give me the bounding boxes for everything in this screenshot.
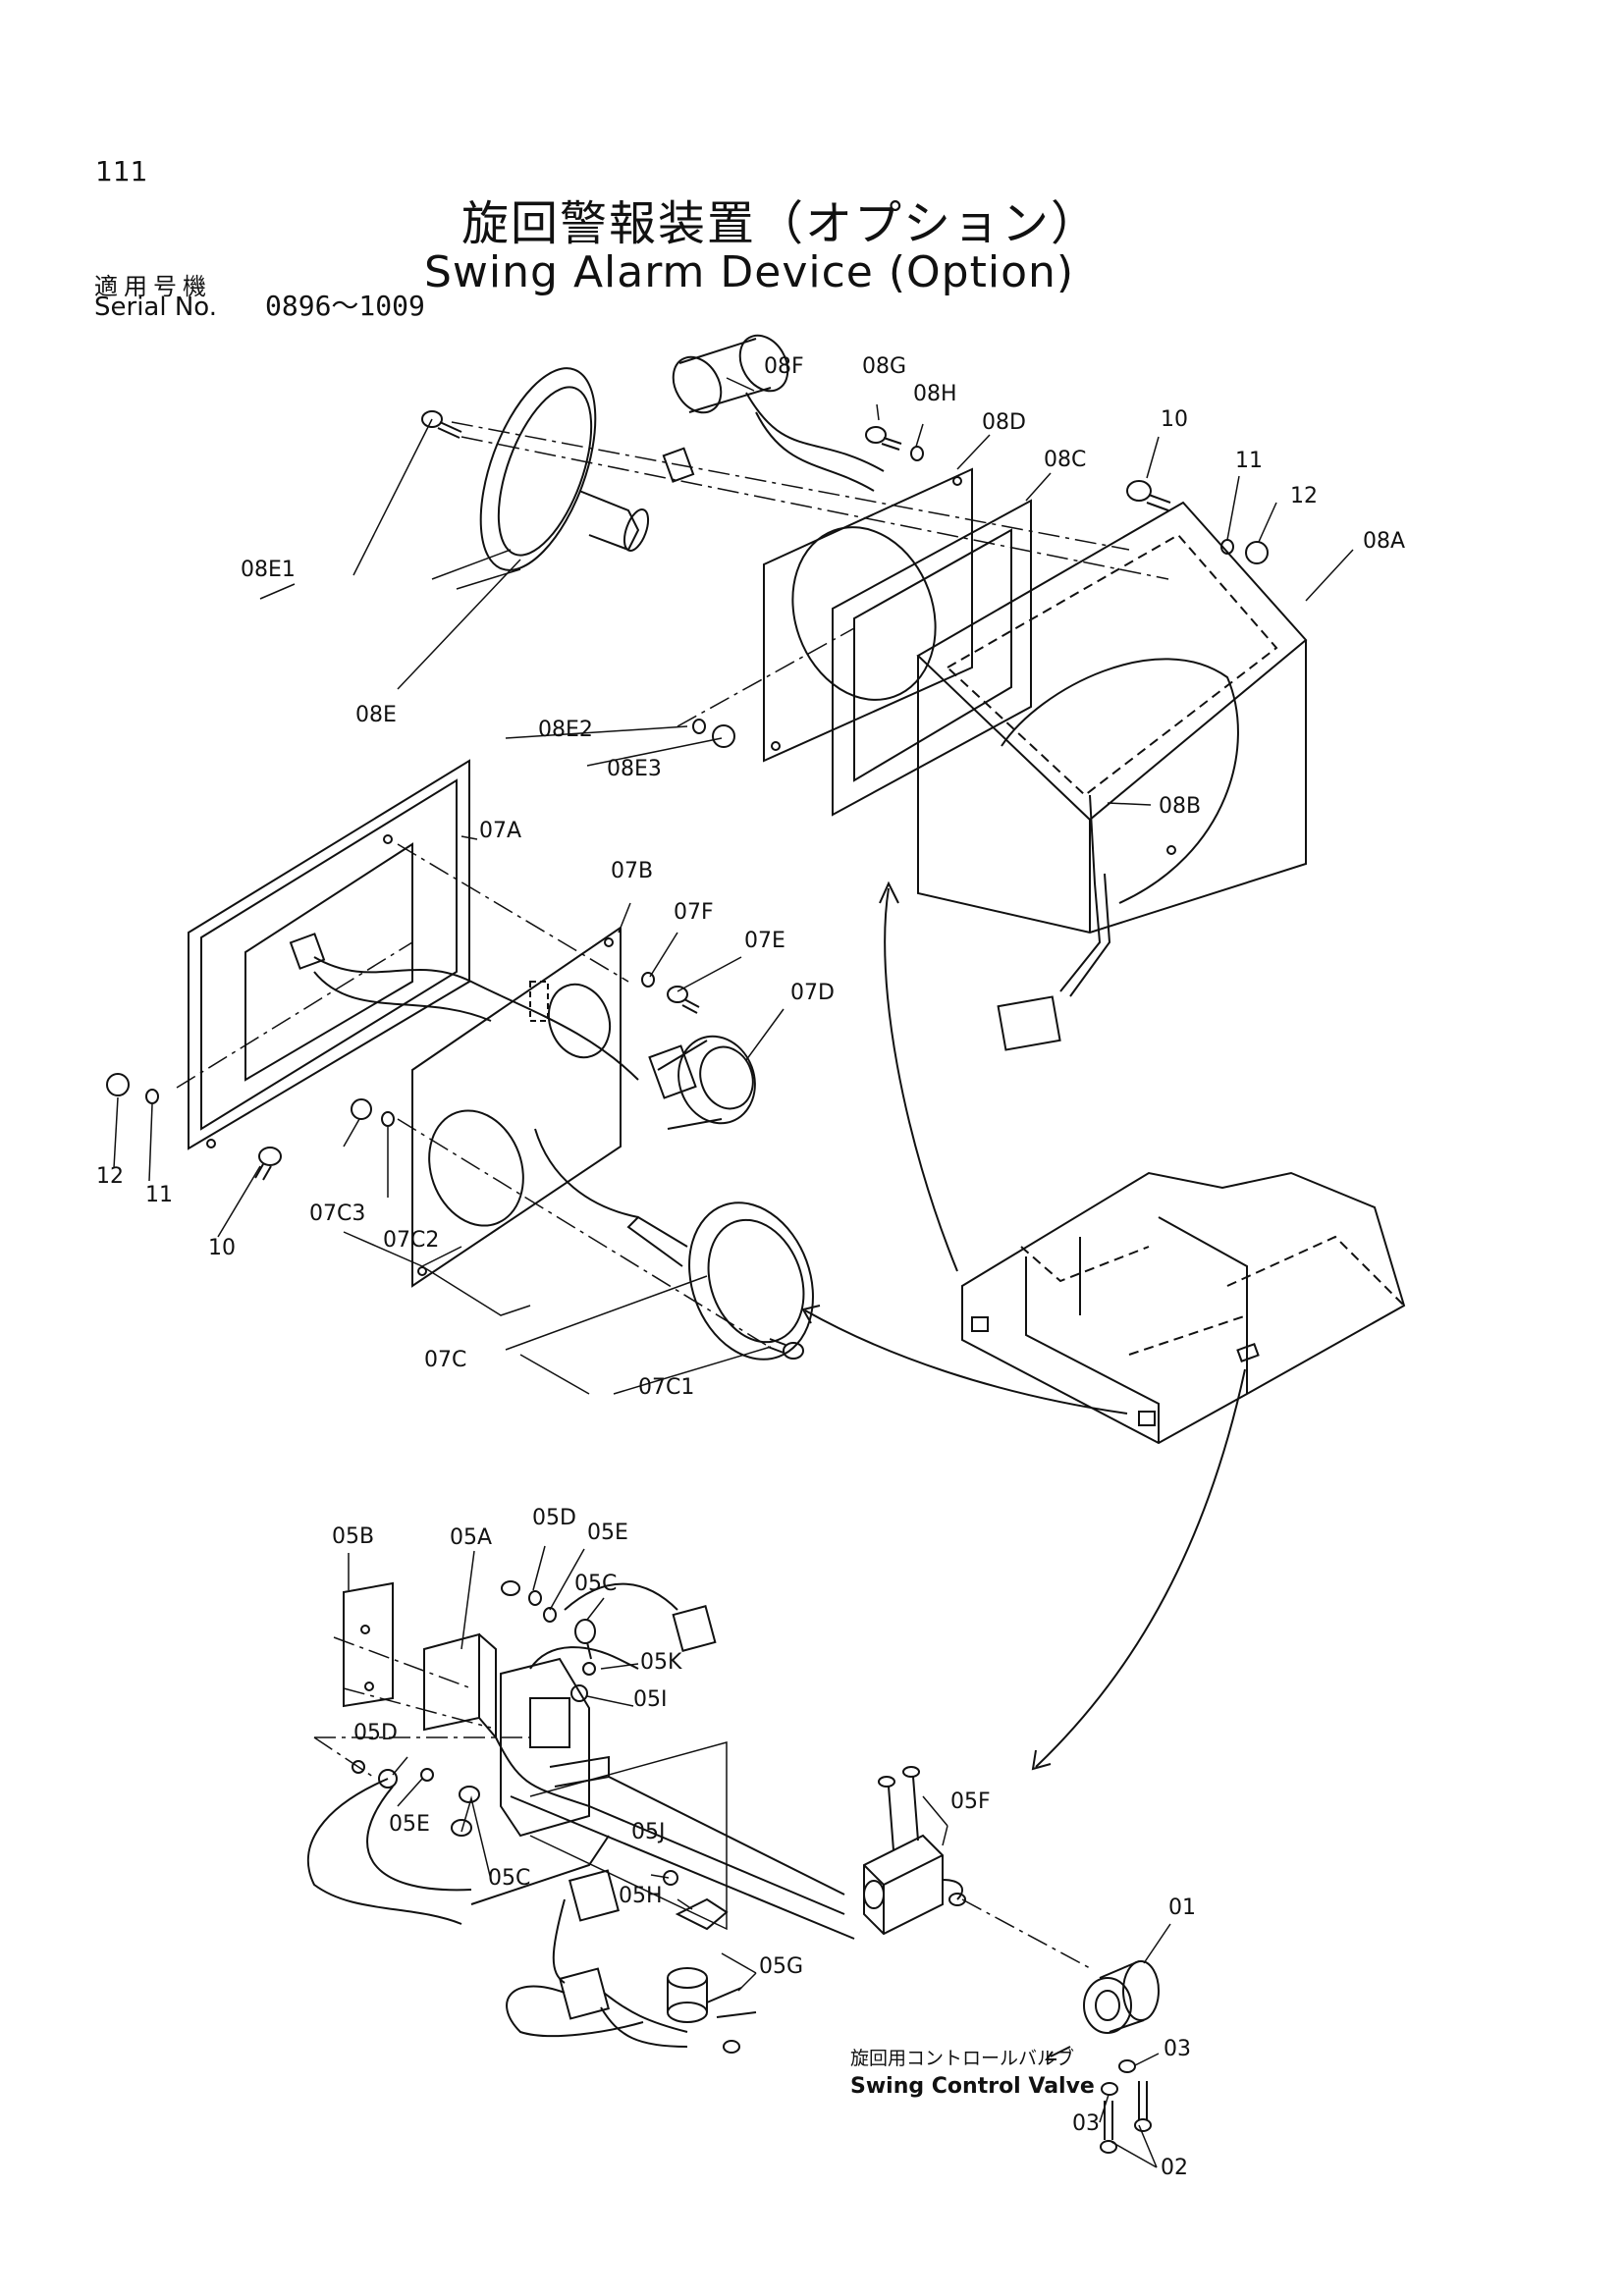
label-05C-lower: 05C bbox=[488, 1866, 530, 1891]
label-12b: 12 bbox=[96, 1164, 124, 1189]
label-10a: 10 bbox=[1161, 407, 1188, 432]
part-07B-plate bbox=[411, 926, 622, 1288]
part-08G-screw bbox=[865, 426, 902, 451]
serial-range: 0896～1009 bbox=[265, 290, 425, 322]
serial-label-english: Serial No. bbox=[94, 293, 217, 322]
part-07A-frame bbox=[188, 759, 470, 1150]
part-05F-switch bbox=[863, 1766, 966, 1936]
serial-label-japanese: 適用号機 bbox=[94, 273, 212, 300]
title-japanese: 旋回警報装置（オプション） bbox=[461, 196, 1101, 251]
label-08B: 08B bbox=[1159, 794, 1201, 819]
part-05B-plate bbox=[343, 1581, 394, 1708]
part-11-washer-b bbox=[145, 1089, 159, 1104]
label-08H: 08H bbox=[913, 382, 957, 406]
part-08F-buzzer bbox=[662, 334, 885, 492]
part-08D-plate bbox=[763, 467, 973, 763]
label-07C: 07C bbox=[424, 1348, 466, 1372]
part-08E-lamp bbox=[479, 367, 650, 571]
part-12-nut-a bbox=[1245, 541, 1269, 564]
label-05F: 05F bbox=[950, 1789, 991, 1814]
label-08A: 08A bbox=[1363, 529, 1405, 554]
part-07C3-nut bbox=[351, 1098, 372, 1120]
label-05E-lower: 05E bbox=[389, 1812, 430, 1837]
label-05D-lower: 05D bbox=[353, 1721, 398, 1745]
part-08E3-nut bbox=[712, 724, 735, 748]
label-07C3: 07C3 bbox=[309, 1201, 365, 1226]
label-07C2: 07C2 bbox=[383, 1228, 439, 1253]
part-07C-lamp bbox=[534, 1128, 814, 1361]
part-08A-housing bbox=[916, 501, 1308, 1051]
label-10b: 10 bbox=[208, 1236, 236, 1260]
assembly-07 bbox=[106, 759, 814, 1361]
label-08E2: 08E2 bbox=[538, 718, 593, 742]
part-08E2-washer bbox=[692, 719, 706, 734]
part-12-nut-b bbox=[106, 1073, 130, 1096]
page-number: 111 bbox=[95, 155, 148, 187]
connector-05C-lower bbox=[559, 1967, 610, 2020]
label-11b: 11 bbox=[145, 1183, 173, 1207]
label-08C: 08C bbox=[1044, 448, 1086, 472]
label-07C1: 07C1 bbox=[638, 1375, 694, 1400]
label-03-left: 03 bbox=[1072, 2111, 1100, 2136]
label-07E: 07E bbox=[744, 929, 785, 953]
label-05H: 05H bbox=[619, 1884, 663, 1908]
part-08C-gasket bbox=[832, 499, 1032, 817]
label-05D-top: 05D bbox=[532, 1506, 576, 1530]
part-08E1-screw bbox=[421, 410, 462, 439]
label-05K: 05K bbox=[640, 1650, 682, 1675]
label-07A: 07A bbox=[479, 819, 521, 843]
caption-swing-control-valve-jp: 旋回用コントロールバルブ bbox=[850, 2047, 1074, 2069]
part-07F-washer bbox=[641, 972, 655, 988]
part-08H-washer bbox=[910, 446, 924, 461]
part-05G-relay bbox=[667, 1967, 757, 2054]
label-08E3: 08E3 bbox=[607, 757, 662, 781]
label-05E-top: 05E bbox=[587, 1521, 628, 1545]
machine-cab bbox=[801, 881, 1406, 1771]
label-05I: 05I bbox=[633, 1687, 667, 1712]
title-english: Swing Alarm Device (Option) bbox=[424, 247, 1075, 297]
label-07B: 07B bbox=[611, 859, 653, 883]
label-03-right: 03 bbox=[1164, 2037, 1191, 2061]
leader-lines bbox=[113, 377, 1354, 2168]
caption-swing-control-valve-en: Swing Control Valve bbox=[850, 2074, 1095, 2099]
label-11a: 11 bbox=[1235, 449, 1263, 473]
label-12a: 12 bbox=[1290, 484, 1318, 508]
label-08E: 08E bbox=[355, 703, 397, 727]
part-labels: 08F 08G 08H 08D 08C 10 11 12 08A 08E1 08… bbox=[96, 354, 1405, 2180]
part-01-swing-control-valve bbox=[961, 1898, 1160, 2060]
label-05G: 05G bbox=[759, 1954, 803, 1979]
part-07C1-screw bbox=[767, 1338, 804, 1360]
part-07D-buzzer bbox=[648, 1035, 756, 1130]
label-07D: 07D bbox=[790, 981, 835, 1005]
part-10-bolt-b bbox=[254, 1147, 282, 1181]
label-08E1: 08E1 bbox=[241, 558, 296, 582]
part-07C2-washer bbox=[381, 1111, 395, 1127]
label-05C-top: 05C bbox=[574, 1572, 617, 1596]
assembly-08 bbox=[421, 334, 1308, 1051]
label-07F: 07F bbox=[674, 900, 714, 925]
label-02: 02 bbox=[1161, 2156, 1188, 2180]
connector-05E-top bbox=[672, 1605, 717, 1652]
part-07E-screw bbox=[667, 986, 700, 1014]
label-08D: 08D bbox=[982, 410, 1026, 435]
label-01: 01 bbox=[1168, 1896, 1196, 1920]
connector-05C-mid bbox=[568, 1869, 620, 1922]
label-05A: 05A bbox=[450, 1525, 492, 1550]
part-05A-bracket bbox=[423, 1632, 610, 1838]
label-05B: 05B bbox=[332, 1524, 374, 1549]
assembly-05 bbox=[306, 1580, 1160, 2154]
label-05J: 05J bbox=[631, 1820, 665, 1844]
label-08F: 08F bbox=[764, 354, 804, 379]
part-10-bolt-a bbox=[1126, 480, 1171, 511]
label-08G: 08G bbox=[862, 354, 906, 379]
